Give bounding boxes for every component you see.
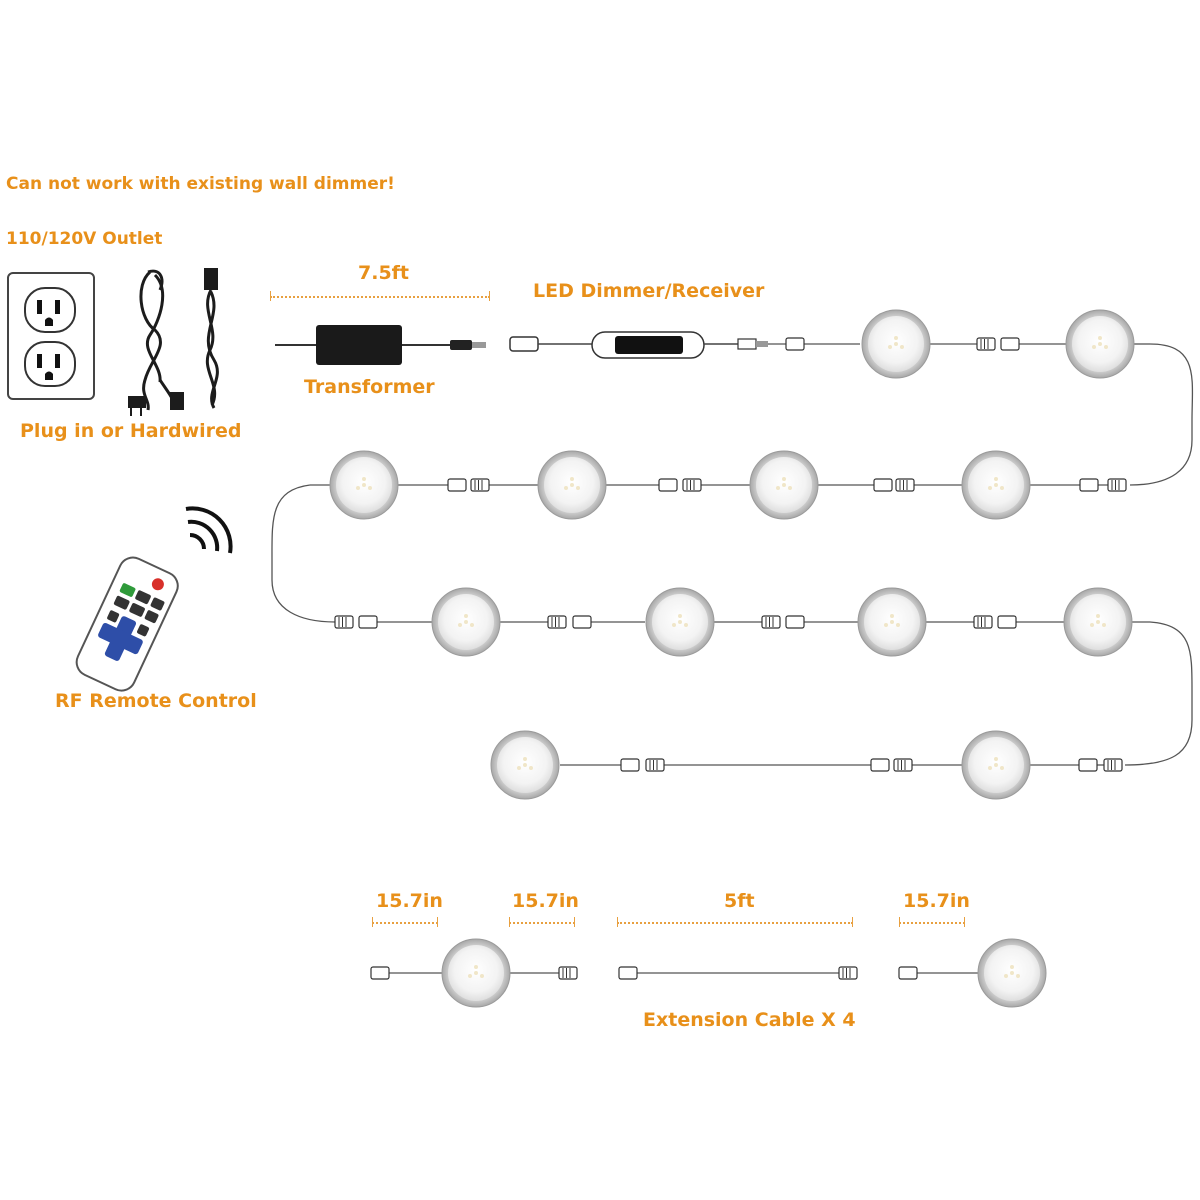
puck-light (961, 450, 1031, 520)
power-cord-icon (128, 269, 184, 416)
light-lead-left-length: 15.7in (376, 890, 443, 912)
puck-light (490, 730, 560, 800)
dimension-tick (574, 917, 575, 927)
male-connector (976, 337, 996, 351)
male-connector (1107, 478, 1127, 492)
male-connector (895, 478, 915, 492)
female-connector (658, 478, 678, 492)
male-connector (645, 758, 665, 772)
end-light-lead-dimension-line (899, 922, 965, 924)
chain-wiring (271, 343, 1194, 974)
plug-label: Plug in or Hardwired (20, 420, 242, 442)
male-connector (973, 615, 993, 629)
puck-light (431, 587, 501, 657)
remote-label: RF Remote Control (55, 690, 257, 712)
dimension-tick (964, 917, 965, 927)
dimension-tick (372, 917, 373, 927)
outlet-label: 110/120V Outlet (6, 229, 163, 249)
puck-light (857, 587, 927, 657)
dimension-tick (489, 291, 490, 301)
end-light-lead-length: 15.7in (903, 890, 970, 912)
wire (1129, 343, 1194, 486)
light-lead-left-dimension-line (372, 922, 438, 924)
male-connector (838, 966, 858, 980)
wire (1124, 621, 1193, 766)
dimension-tick (509, 917, 510, 927)
female-connector (873, 478, 893, 492)
female-connector (870, 758, 890, 772)
puck-light (749, 450, 819, 520)
extension-dimension-line (617, 922, 853, 924)
male-connector (334, 615, 354, 629)
female-connector (1000, 337, 1020, 351)
dimension-tick (270, 291, 271, 301)
female-connector (370, 966, 390, 980)
female-connector (1079, 478, 1099, 492)
dimension-tick (437, 917, 438, 927)
puck-light (977, 938, 1047, 1008)
male-connector (761, 615, 781, 629)
hardwire-cord-icon (204, 268, 219, 409)
female-connector (997, 615, 1017, 629)
puck-light (1065, 309, 1135, 379)
dimension-tick (617, 917, 618, 927)
rf-remote-control-icon (75, 556, 179, 692)
puck-light (645, 587, 715, 657)
male-connector (470, 478, 490, 492)
male-connector (893, 758, 913, 772)
light-lead-right-length: 15.7in (512, 890, 579, 912)
transformer-cable-dimension-line (270, 296, 490, 298)
dimension-tick (852, 917, 853, 927)
puck-light (961, 730, 1031, 800)
puck-light (329, 450, 399, 520)
wire (271, 484, 336, 623)
female-connector (1078, 758, 1098, 772)
transformer-label: Transformer (304, 376, 435, 398)
transformer-cable-length: 7.5ft (358, 262, 410, 284)
male-connector (558, 966, 578, 980)
puck-light (537, 450, 607, 520)
puck-lights (329, 309, 1135, 1008)
dimension-tick (899, 917, 900, 927)
female-connector (618, 966, 638, 980)
light-lead-right-dimension-line (509, 922, 575, 924)
extension-cable-label: Extension Cable X 4 (643, 1009, 856, 1031)
extension-length: 5ft (724, 890, 755, 912)
female-connector (785, 615, 805, 629)
wall-outlet-icon (7, 272, 95, 400)
puck-light (861, 309, 931, 379)
male-connector (682, 478, 702, 492)
dimmer-label: LED Dimmer/Receiver (533, 280, 765, 302)
male-connector (1103, 758, 1123, 772)
wall-dimmer-warning: Can not work with existing wall dimmer! (6, 174, 395, 194)
puck-light (441, 938, 511, 1008)
female-connector (447, 478, 467, 492)
female-connector (572, 615, 592, 629)
chain-connectors (334, 337, 1127, 980)
led-dimmer-receiver-icon (509, 331, 768, 359)
female-connector (785, 337, 805, 351)
transformer-icon (275, 325, 486, 365)
puck-light (1063, 587, 1133, 657)
male-connector (547, 615, 567, 629)
female-connector (898, 966, 918, 980)
female-connector (358, 615, 378, 629)
female-connector (620, 758, 640, 772)
signal-waves-icon (185, 506, 233, 554)
